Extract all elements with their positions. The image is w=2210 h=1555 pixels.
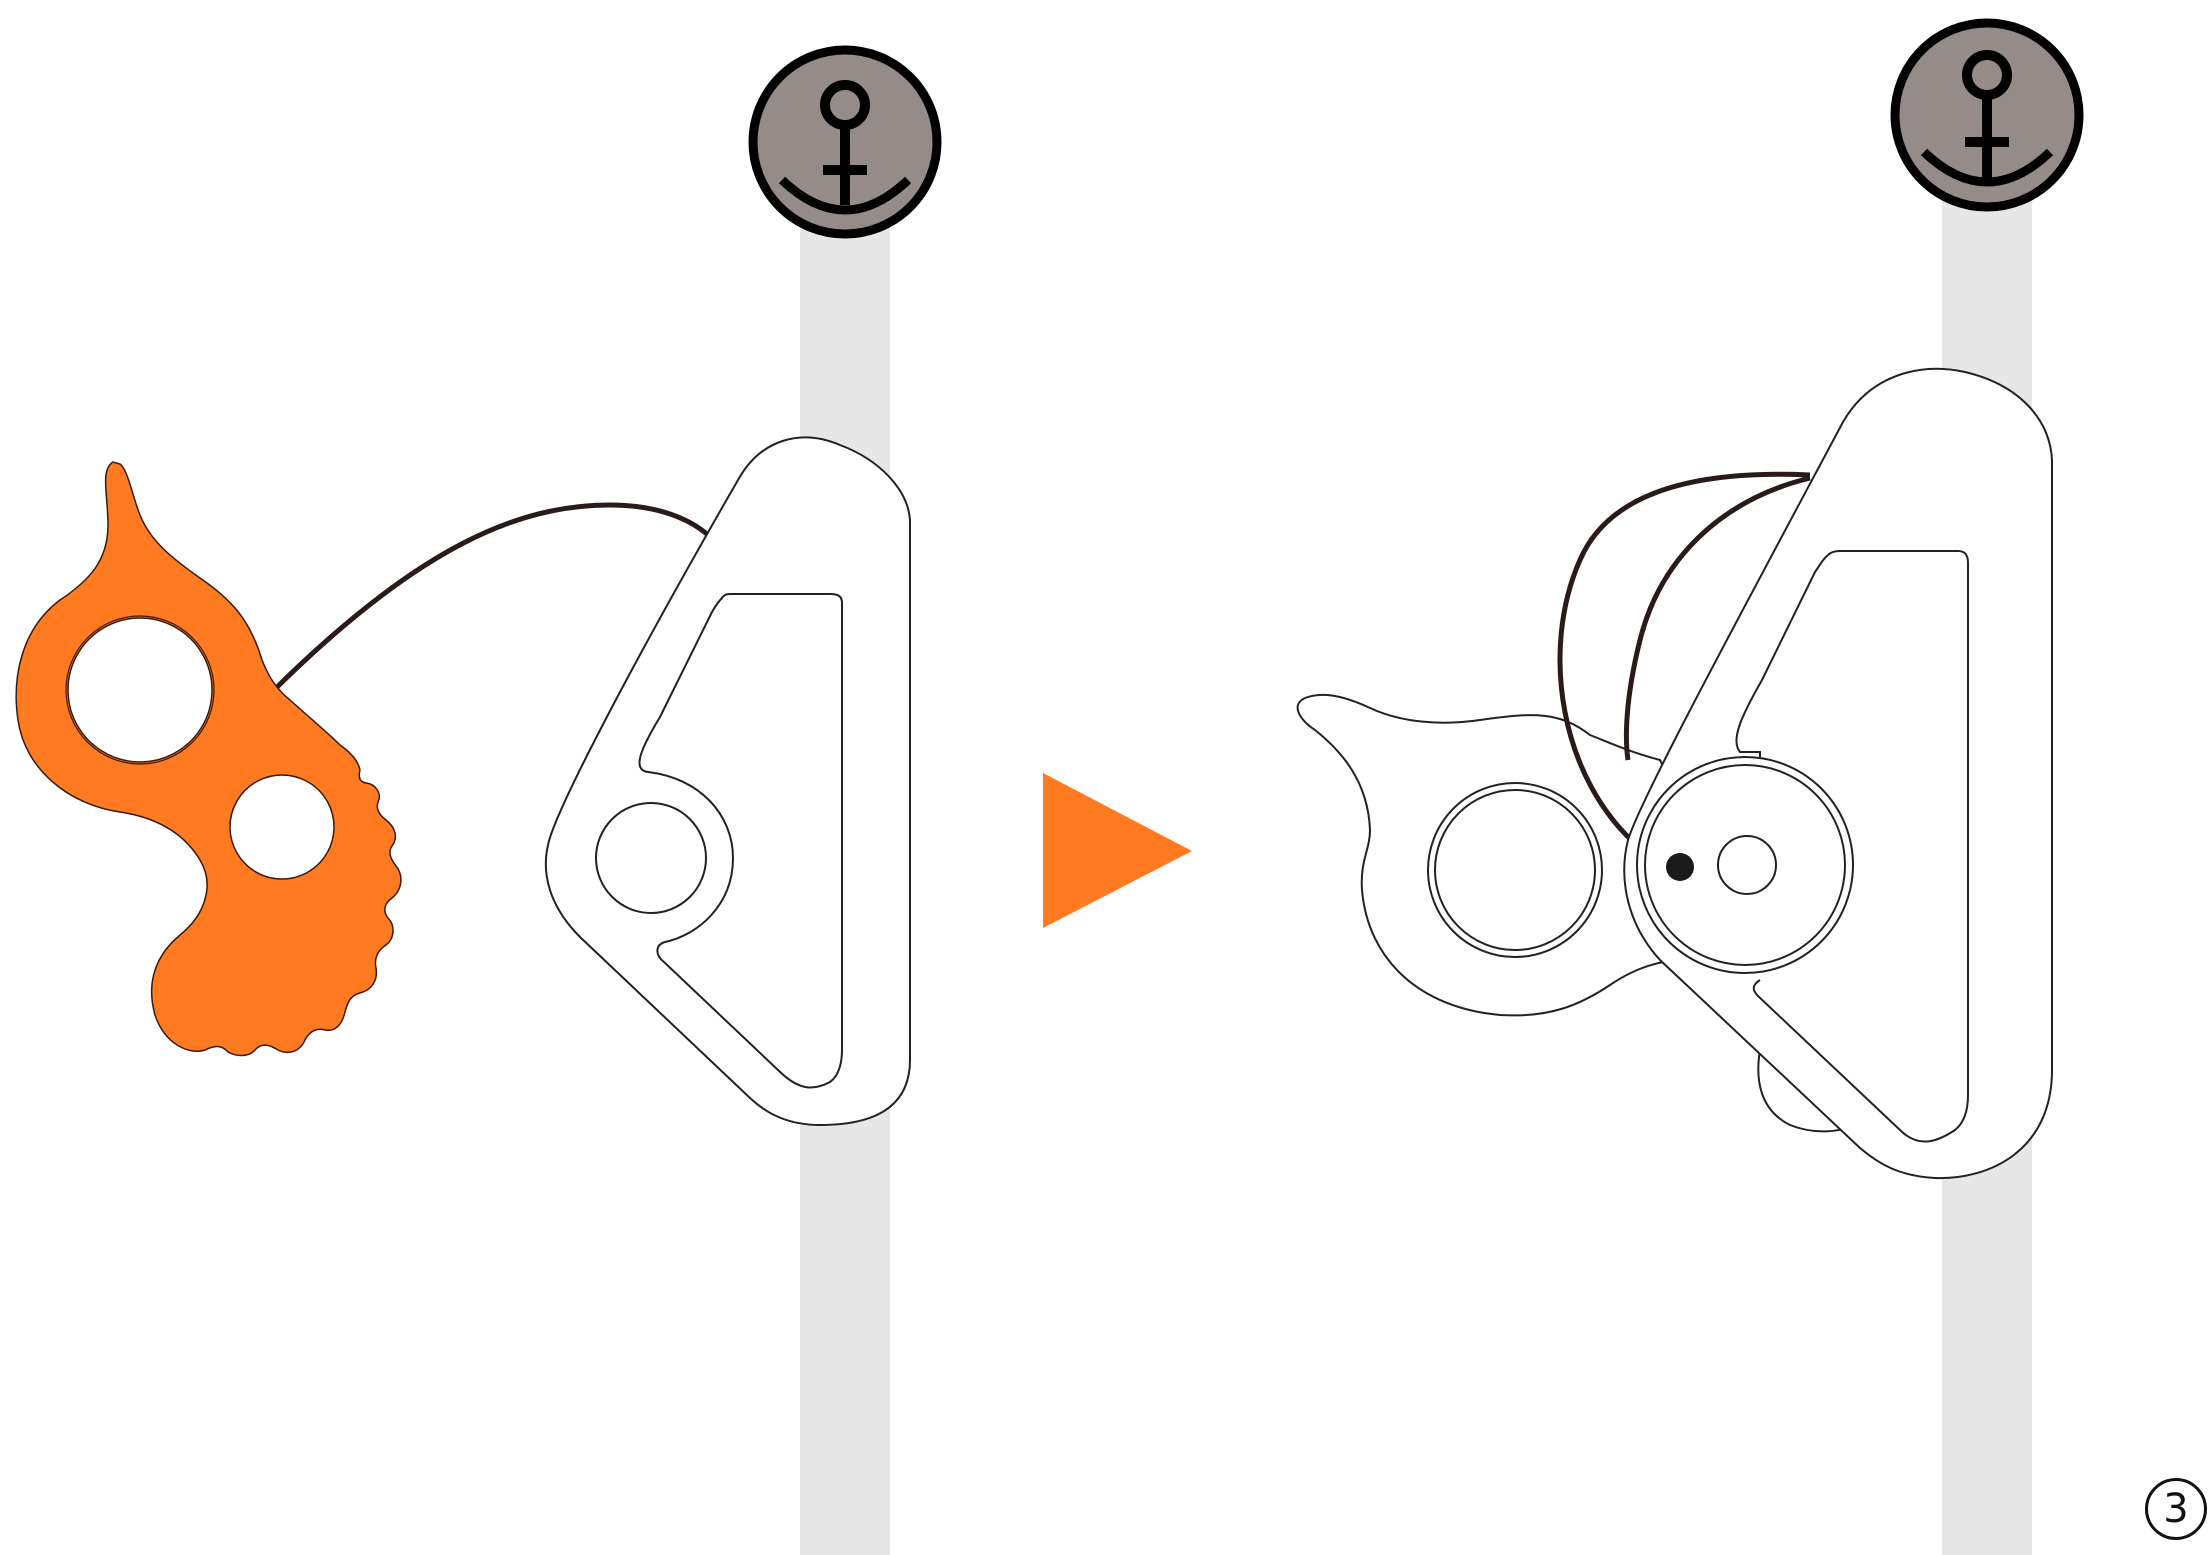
right-cord [1557,471,1811,850]
right-carabiner [1623,367,2053,1180]
play-arrow-icon [1043,773,1192,928]
figure-eight-device [15,461,402,1057]
right-figure-eight-device [1296,693,1702,1017]
left-cord [270,502,710,694]
right-anchor-icon [1890,18,2084,212]
step-number-badge: 3 [2145,1478,2207,1540]
left-carabiner [544,436,911,1127]
left-panel [15,45,942,1555]
right-panel [1296,18,2084,1555]
left-anchor-icon [748,45,942,239]
